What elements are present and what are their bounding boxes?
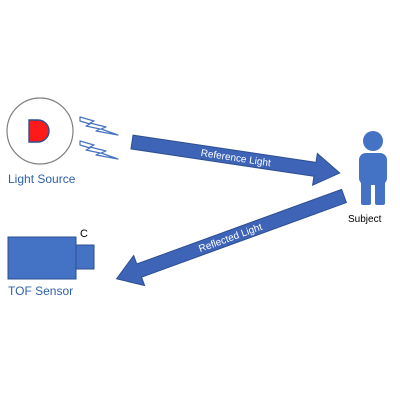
- light-rays: [79, 116, 119, 160]
- subject-label: Subject: [348, 214, 382, 225]
- person-icon: [359, 131, 387, 205]
- light-ray-icon: [79, 140, 119, 160]
- tof-sensor-label: TOF Sensor: [8, 284, 74, 298]
- led-icon: [28, 119, 50, 143]
- light-ray-icon: [79, 116, 119, 136]
- light-source-label: Light Source: [8, 172, 76, 186]
- sensor-tag-label: C: [80, 228, 88, 240]
- reference-light-arrow: Reference Light: [130, 134, 341, 186]
- camera-icon: [7, 236, 95, 280]
- reflected-light-arrow: Reflected Light: [115, 188, 348, 287]
- light-source: [6, 97, 74, 165]
